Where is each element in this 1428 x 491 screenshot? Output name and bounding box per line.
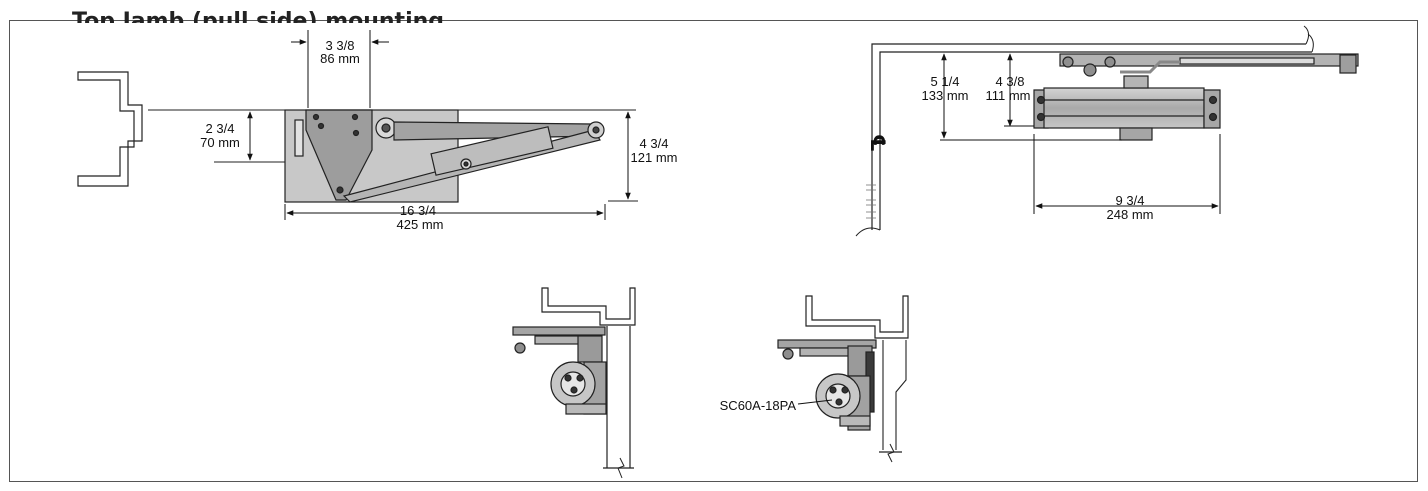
side-elevation-view	[77, 71, 638, 203]
dim-drop-inches: 2 3/4	[206, 121, 235, 136]
section-view-a	[512, 287, 636, 479]
dim-height-inches: 4 3/4	[640, 136, 669, 151]
plan-view	[855, 25, 1359, 237]
diagram-frame: Top Jamb (pull side) mounting	[9, 9, 1418, 482]
dim-body-mm: 111 mm	[985, 88, 1030, 103]
dim-body-inches: 4 3/8	[996, 74, 1025, 89]
dim-span-mm: 248 mm	[1107, 207, 1154, 222]
callout-leader	[797, 399, 833, 405]
dim-width-mm: 86 mm	[320, 51, 360, 66]
frame-section-a	[541, 287, 636, 326]
dim-drop-mm: 70 mm	[200, 135, 240, 150]
door-outline	[871, 43, 1306, 230]
hatch-marks	[866, 184, 876, 219]
dim-height-mm: 121 mm	[631, 150, 678, 165]
frame-section-b	[805, 295, 909, 339]
centerline-symbol: ℄	[866, 134, 890, 152]
part-callout-label: SC60A-18PA	[720, 398, 797, 413]
section-heading: Top Jamb (pull side) mounting	[72, 9, 445, 23]
dim-offset-inches: 5 1/4	[931, 74, 960, 89]
dim-width-inches: 3 3/8	[326, 38, 355, 53]
plan-view-dimensions	[940, 53, 1221, 214]
dim-offset-mm: 133 mm	[922, 88, 969, 103]
closer-cylinder	[1043, 87, 1205, 129]
section-view-b	[777, 295, 909, 463]
frame-profile	[77, 71, 143, 187]
dim-length-mm: 425 mm	[397, 217, 444, 232]
dim-length-inches: 16 3/4	[400, 203, 436, 218]
side-view-dimensions	[247, 30, 631, 220]
dim-span-inches: 9 3/4	[1116, 193, 1145, 208]
